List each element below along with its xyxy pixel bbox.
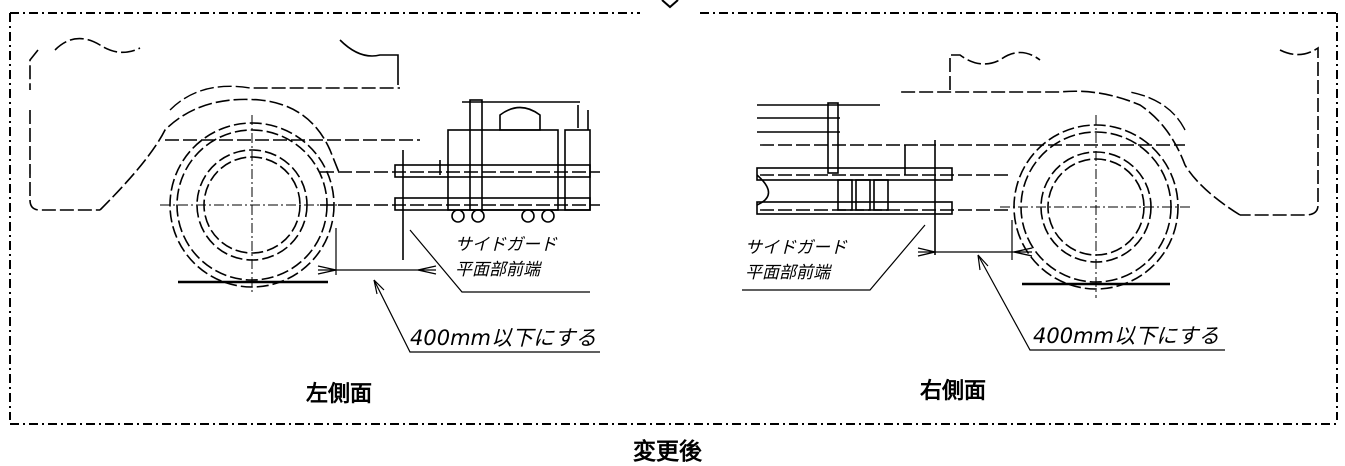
right-annotation-line1: サイドガード bbox=[745, 238, 848, 258]
left-dimension-note: 400mm以下にする bbox=[410, 326, 596, 350]
right-annotation-leader bbox=[742, 224, 926, 291]
left-side-caption: 左側面 bbox=[306, 382, 373, 407]
right-side-caption: 右側面 bbox=[920, 379, 987, 404]
right-side-view bbox=[742, 46, 1319, 351]
left-side-guard bbox=[394, 99, 591, 260]
left-annotation-line1: サイドガード bbox=[455, 235, 558, 255]
arrow-marker bbox=[661, 0, 679, 9]
frame-border bbox=[9, 12, 1338, 425]
left-cab-outline bbox=[29, 37, 141, 211]
left-annotation-line2: 平面部前端 bbox=[455, 260, 543, 280]
right-annotation-line2: 平面部前端 bbox=[745, 263, 833, 283]
after-change-caption: 変更後 bbox=[633, 439, 702, 465]
left-dimension-leader bbox=[373, 279, 600, 353]
right-fender bbox=[900, 90, 1241, 216]
left-side-view bbox=[29, 37, 600, 353]
right-dimension-leader bbox=[977, 254, 1225, 351]
right-cab-outline bbox=[949, 46, 1319, 216]
left-annotation-leader bbox=[409, 229, 590, 293]
right-side-guard bbox=[756, 102, 953, 255]
right-dimension-note: 400mm以下にする bbox=[1033, 324, 1219, 348]
left-fender bbox=[99, 98, 341, 211]
